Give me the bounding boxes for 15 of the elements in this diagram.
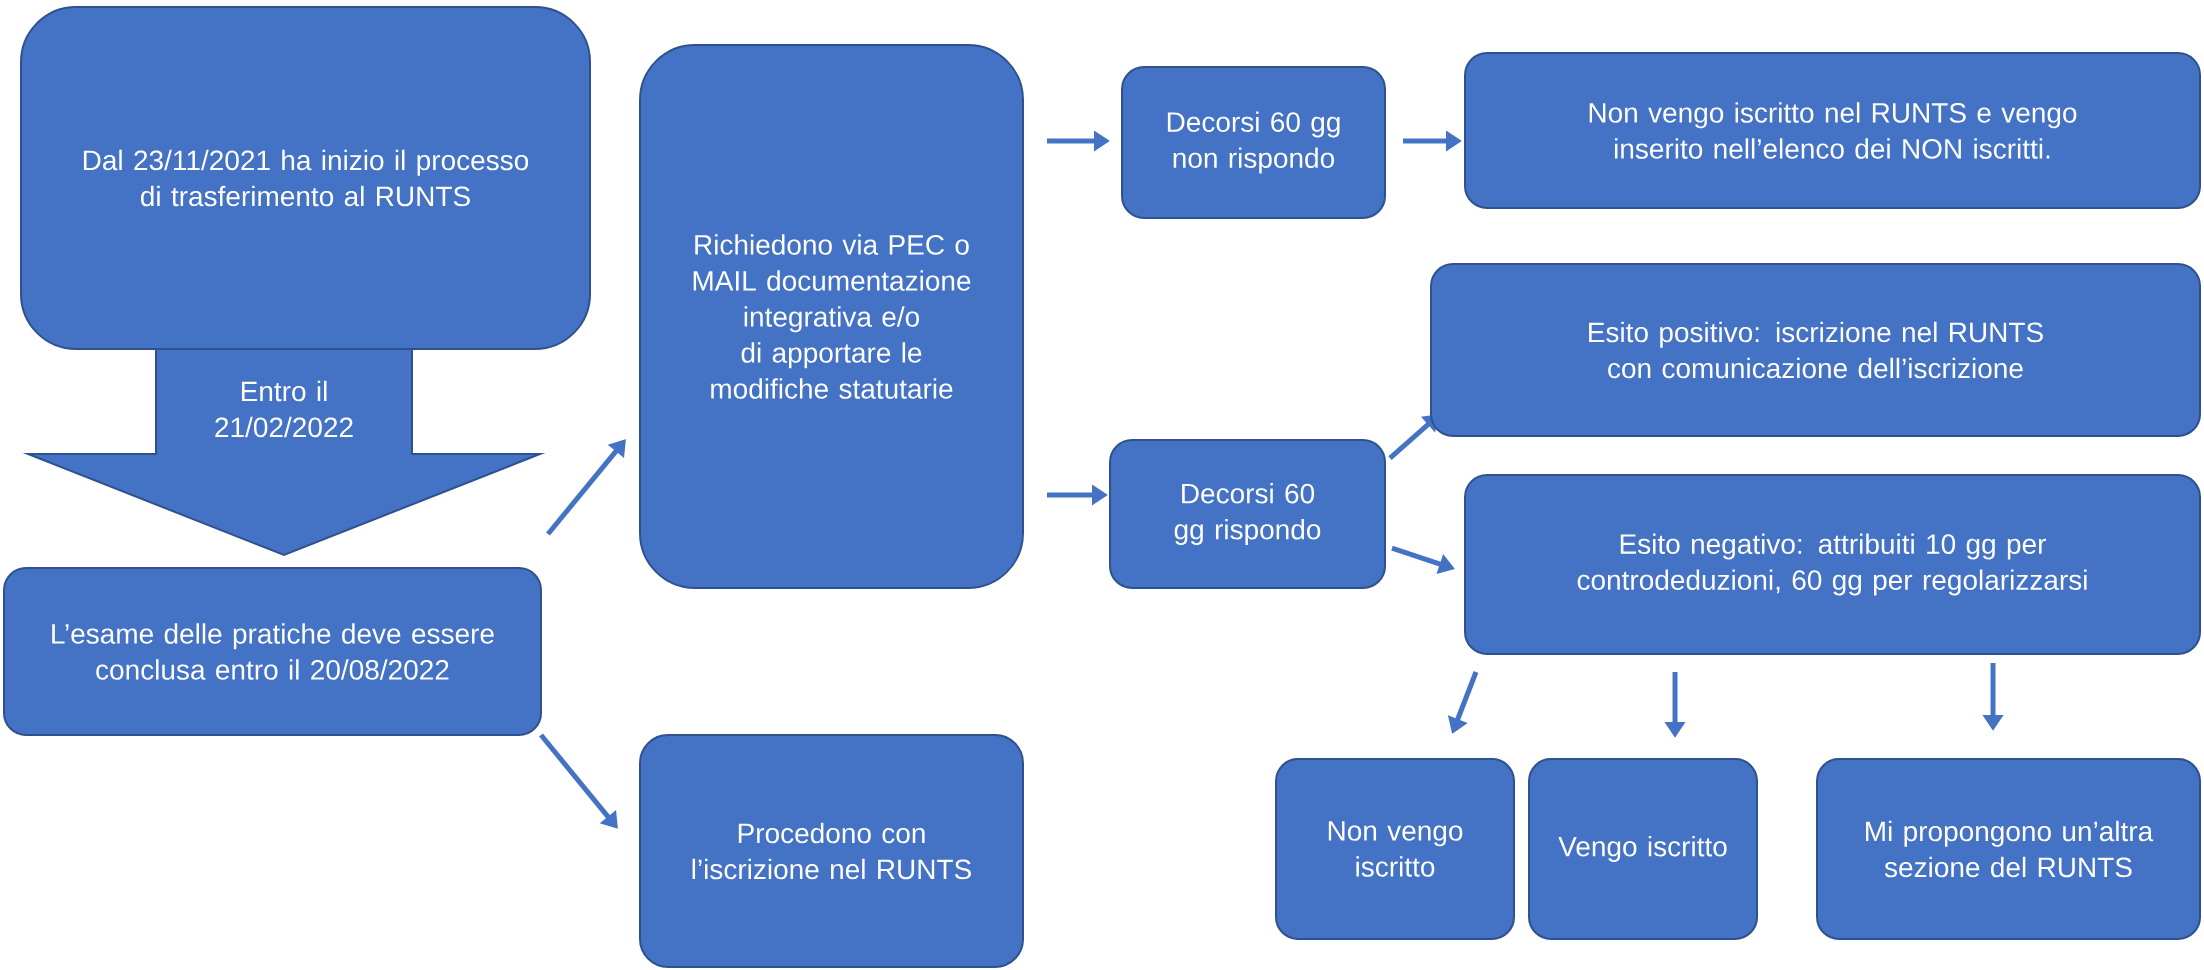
- arrow: [546, 439, 626, 536]
- process-box: Esito positivo: iscrizione nel RUNTS con comunicazione dell’iscrizione: [1430, 263, 2201, 437]
- process-box: L’esame delle pratiche deve essere conclusa entro il 20/08/2022: [3, 567, 542, 736]
- process-box: Decorsi 60 gg non rispondo: [1121, 66, 1386, 219]
- process-box: Procedono con l’iscrizione nel RUNTS: [639, 734, 1024, 968]
- process-box: Dal 23/11/2021 ha inizio il processo di trasferimento al RUNTS: [20, 6, 591, 350]
- process-box: Esito negativo: attribuiti 10 gg per controdeduzioni, 60 gg per regolarizzarsi: [1464, 474, 2201, 655]
- process-box: Mi propongono un’altra sezione del RUNTS: [1816, 758, 2201, 940]
- process-box: Non vengo iscritto: [1275, 758, 1515, 940]
- process-box: Vengo iscritto: [1528, 758, 1758, 940]
- process-box: Non vengo iscritto nel RUNTS e vengo inserito nell’elenco dei NON iscritti.: [1464, 52, 2201, 209]
- process-box: Decorsi 60 gg rispondo: [1109, 439, 1386, 589]
- edge-label: Entro il 21/02/2022: [197, 378, 371, 440]
- arrow: [539, 733, 618, 829]
- process-box: Richiedono via PEC o MAIL documentazione integrativa e/o di apportare le modifiche statutarie: [639, 44, 1024, 589]
